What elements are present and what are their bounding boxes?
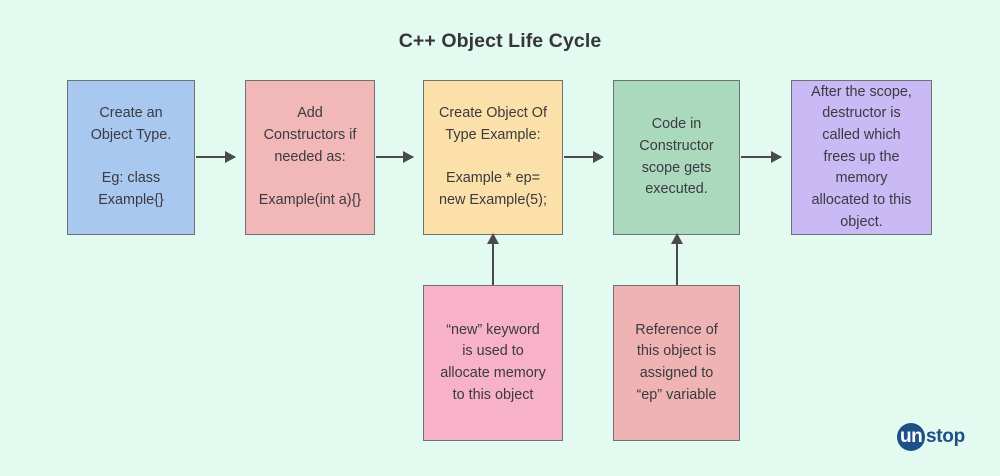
flow-node-create-type: Create an Object Type. Eg: class Example… bbox=[67, 80, 195, 235]
unstop-logo-circle-icon bbox=[897, 423, 925, 451]
arrow-right-icon-create-type-to-add-constructors bbox=[196, 151, 236, 163]
arrow-up-icon-ep-reference-to-constructor-code bbox=[671, 233, 683, 285]
flow-node-create-type-label: Create an Object Type. Eg: class Example… bbox=[90, 105, 172, 208]
unstop-logo: un stop bbox=[897, 421, 975, 453]
page-title: C++ Object Life Cycle bbox=[398, 30, 602, 52]
flow-node-ep-reference: Reference of this object is assigned to … bbox=[613, 285, 740, 441]
flow-node-destructor-label: After the scope, destructor is called wh… bbox=[811, 83, 912, 230]
flow-node-constructor-code: Code in Constructor scope gets executed. bbox=[613, 80, 740, 235]
arrow-right-icon-constructor-code-to-destructor bbox=[741, 151, 782, 163]
unstop-logo-suffix: stop bbox=[926, 426, 965, 447]
arrow-right-icon-add-constructors-to-create-object bbox=[376, 151, 414, 163]
flow-node-new-keyword: “new” keyword is used to allocate memory… bbox=[423, 285, 563, 441]
flow-node-destructor: After the scope, destructor is called wh… bbox=[791, 80, 932, 235]
unstop-logo-prefix: un bbox=[900, 426, 923, 447]
flow-node-constructor-code-label: Code in Constructor scope gets executed. bbox=[639, 116, 714, 198]
flow-node-create-object: Create Object Of Type Example: Example *… bbox=[423, 80, 563, 235]
arrow-up-icon-new-keyword-to-create-object bbox=[487, 233, 499, 285]
arrow-right-icon-create-object-to-constructor-code bbox=[564, 151, 604, 163]
flow-node-add-constructors: Add Constructors if needed as: Example(i… bbox=[245, 80, 375, 235]
flow-node-create-object-label: Create Object Of Type Example: Example *… bbox=[439, 105, 547, 208]
flow-node-add-constructors-label: Add Constructors if needed as: Example(i… bbox=[258, 105, 362, 208]
flow-node-new-keyword-label: “new” keyword is used to allocate memory… bbox=[440, 321, 546, 403]
flow-node-ep-reference-label: Reference of this object is assigned to … bbox=[635, 321, 718, 403]
